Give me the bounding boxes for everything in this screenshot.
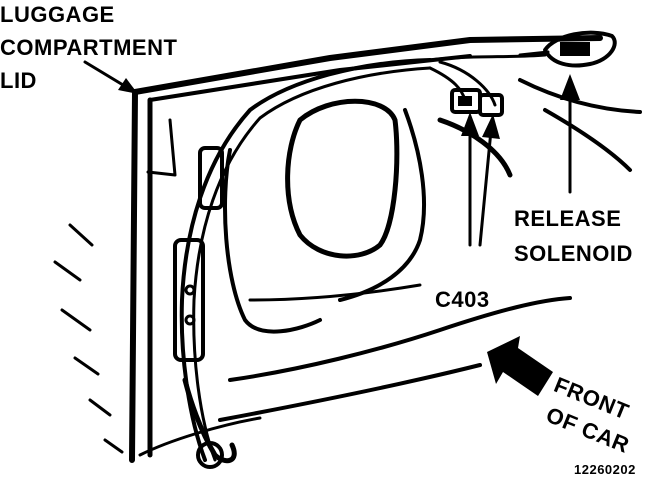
wiring-harness xyxy=(173,53,547,469)
luggage-label-line2: COMPARTMENT xyxy=(0,35,178,60)
front-of-car-arrow-icon xyxy=(487,336,553,396)
luggage-label-line3: LID xyxy=(0,68,37,93)
figure-number: 12260202 xyxy=(574,462,636,477)
luggage-label-line1: LUGGAGE xyxy=(0,2,115,27)
release-solenoid-part xyxy=(518,30,617,68)
c403-connector xyxy=(450,88,504,117)
c403-arrows xyxy=(461,112,500,247)
inner-panel xyxy=(218,78,642,422)
release-label-line1: RELEASE xyxy=(514,206,622,231)
solenoid-arrow xyxy=(560,74,580,194)
release-label-line2: SOLENOID xyxy=(514,241,633,266)
luggage-lid-arrow xyxy=(83,60,138,94)
c403-label: C403 xyxy=(435,287,490,312)
